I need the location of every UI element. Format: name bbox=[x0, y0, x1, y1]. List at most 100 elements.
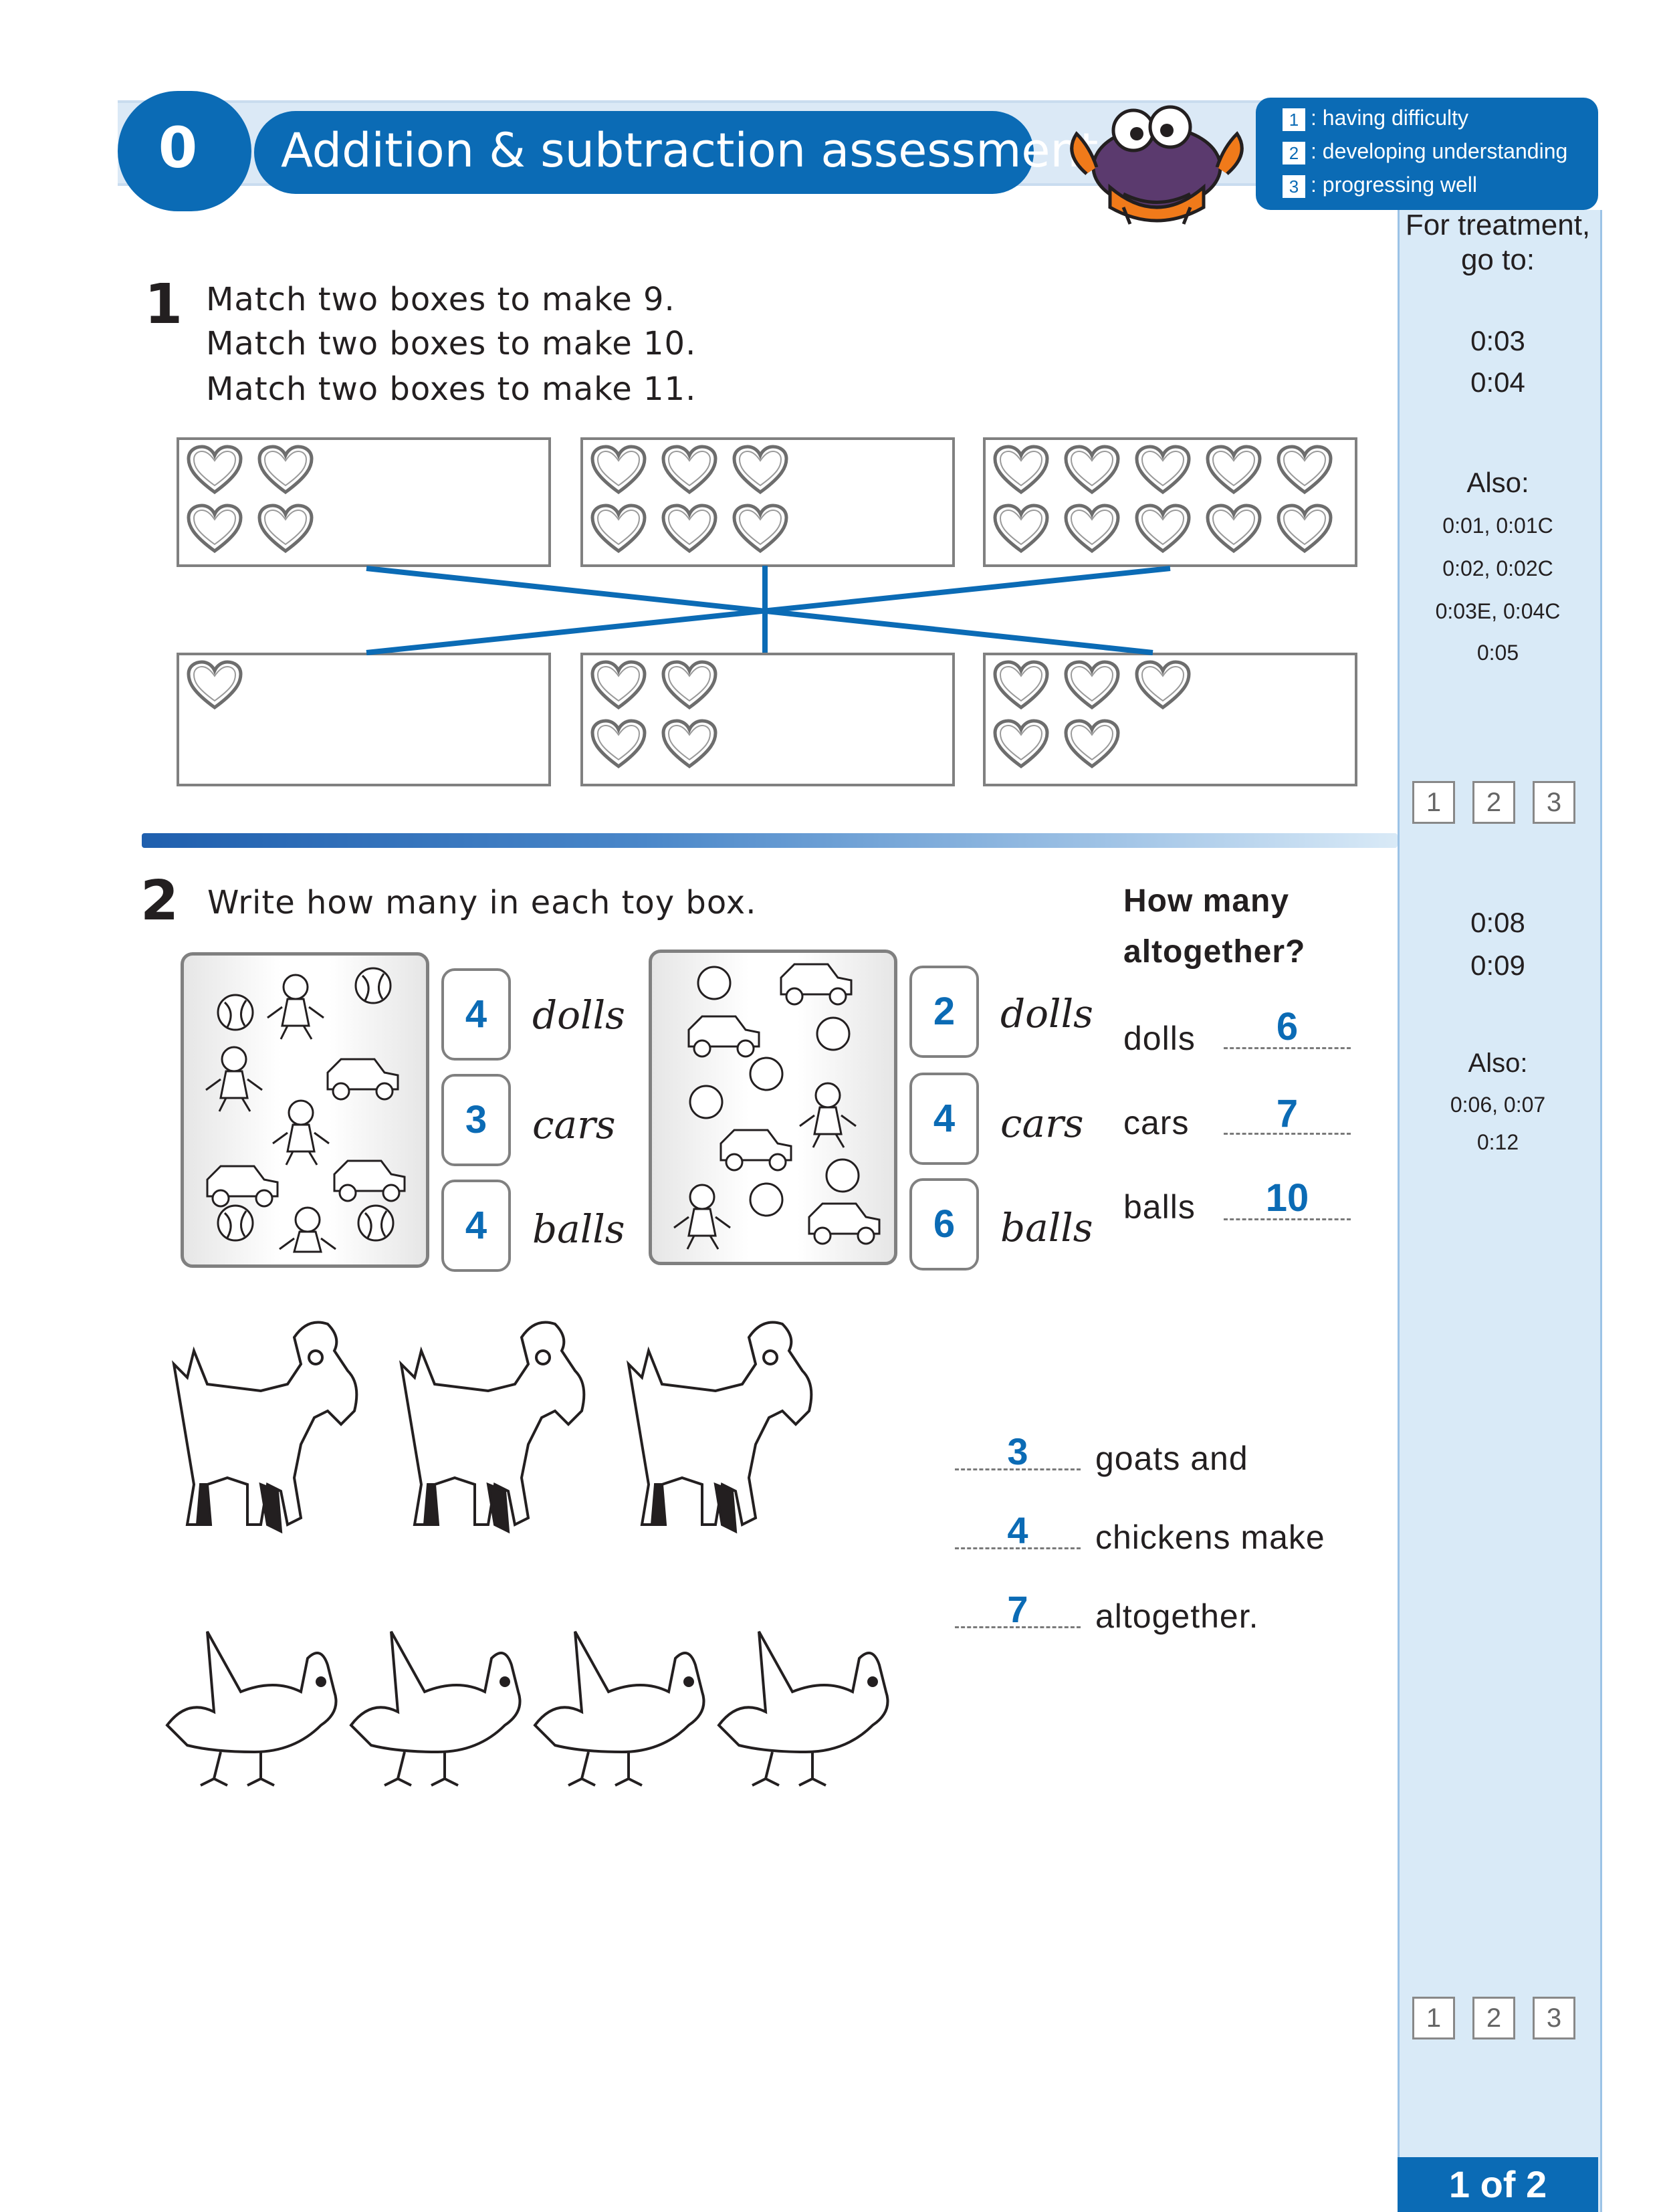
ball-icon bbox=[217, 994, 254, 1031]
heart-icon bbox=[257, 444, 314, 496]
treatment-heading: For treatment, bbox=[1405, 209, 1591, 241]
heart-icon bbox=[590, 503, 647, 555]
level-2-box[interactable]: 2 bbox=[1472, 1997, 1515, 2039]
label-balls: balls bbox=[532, 1206, 625, 1252]
heart-icon bbox=[1063, 718, 1121, 770]
q1-line: Match two boxes to make 11. bbox=[206, 370, 697, 408]
treatment-heading-2: go to: bbox=[1460, 243, 1535, 276]
count-box-dolls-2[interactable]: 2 bbox=[909, 966, 979, 1058]
total-label-balls: balls bbox=[1123, 1188, 1196, 1226]
heart-icon bbox=[590, 444, 647, 496]
also-ref: 0:05 bbox=[1476, 641, 1519, 665]
answer-line bbox=[1224, 1047, 1351, 1049]
goat-illustrations bbox=[172, 1321, 813, 1534]
goats-count[interactable]: 3 bbox=[1007, 1430, 1028, 1472]
total-dolls[interactable]: 6 bbox=[1276, 1005, 1299, 1048]
heart-icon bbox=[992, 503, 1050, 555]
count-box-cars-2[interactable]: 4 bbox=[909, 1073, 979, 1165]
label-cars: cars bbox=[1000, 1101, 1084, 1146]
heart-icon bbox=[1276, 503, 1333, 555]
q1-line: Match two boxes to make 10. bbox=[206, 325, 697, 362]
count-box-cars-1[interactable]: 3 bbox=[441, 1074, 511, 1166]
legend-row: 2: developing understanding bbox=[1283, 139, 1567, 171]
answer-line bbox=[955, 1547, 1081, 1549]
total-label-cars: cars bbox=[1123, 1104, 1190, 1141]
total-cars[interactable]: 7 bbox=[1276, 1092, 1299, 1135]
q1-line: Match two boxes to make 9. bbox=[206, 281, 675, 318]
heart-icon bbox=[1134, 503, 1192, 555]
count-box-balls-1[interactable]: 4 bbox=[441, 1180, 511, 1272]
heart-icon bbox=[732, 444, 789, 496]
also-ref: 0:03E, 0:04C bbox=[1435, 599, 1561, 623]
also-label: Also: bbox=[1468, 1048, 1528, 1078]
answer-line bbox=[955, 1626, 1081, 1628]
level-3-box[interactable]: 3 bbox=[1533, 781, 1575, 824]
heart-icon bbox=[992, 659, 1050, 711]
heart-icon bbox=[257, 503, 314, 555]
total-count[interactable]: 7 bbox=[1007, 1588, 1028, 1630]
question-number: 1 bbox=[144, 273, 183, 336]
also-ref: 0:01, 0:01C bbox=[1442, 514, 1553, 538]
legend-row: 3: progressing well bbox=[1283, 173, 1477, 205]
level-1-box[interactable]: 1 bbox=[1412, 1997, 1455, 2039]
unit-number: 0 bbox=[158, 115, 198, 181]
toy-illustrations-2 bbox=[673, 963, 881, 1250]
chicken-illustrations bbox=[165, 1630, 889, 1787]
heart-icon bbox=[186, 503, 243, 555]
level-2-box[interactable]: 2 bbox=[1472, 781, 1515, 824]
heart-icon bbox=[1205, 503, 1262, 555]
page-title: Addition & subtraction assessment bbox=[281, 123, 1099, 178]
treatment-sidebar bbox=[1398, 210, 1602, 2212]
heart-icon bbox=[1063, 659, 1121, 711]
legend-row: 1: having difficulty bbox=[1283, 106, 1468, 138]
also-ref: 0:12 bbox=[1476, 1130, 1519, 1154]
also-ref: 0:02, 0:02C bbox=[1442, 556, 1553, 580]
q2-instruction: Write how many in each toy box. bbox=[207, 884, 757, 921]
answer-line bbox=[1224, 1133, 1351, 1135]
heart-icon bbox=[1134, 444, 1192, 496]
section-divider bbox=[142, 833, 1398, 848]
level-3-box[interactable]: 3 bbox=[1533, 1997, 1575, 2039]
heart-icon bbox=[992, 718, 1050, 770]
chickens-text: chickens make bbox=[1095, 1519, 1325, 1556]
ball-icon bbox=[354, 967, 392, 1004]
also-ref: 0:06, 0:07 bbox=[1450, 1093, 1546, 1117]
toy-illustrations-1 bbox=[205, 967, 406, 1253]
crab-mascot-icon bbox=[1070, 105, 1244, 225]
heart-icon bbox=[732, 503, 789, 555]
heart-icon bbox=[661, 659, 718, 711]
heart-icon bbox=[590, 718, 647, 770]
treatment-ref: 0:04 bbox=[1470, 366, 1525, 398]
label-dolls: dolls bbox=[1000, 991, 1093, 1036]
total-text: altogether. bbox=[1095, 1597, 1259, 1635]
page-number: 1 of 2 bbox=[1398, 2157, 1598, 2212]
label-balls: balls bbox=[1000, 1205, 1093, 1250]
heart-icon bbox=[1063, 444, 1121, 496]
heart-icon bbox=[186, 444, 243, 496]
chicken-icon bbox=[165, 1631, 338, 1787]
count-box-dolls-1[interactable]: 4 bbox=[441, 968, 511, 1061]
answer-line bbox=[1224, 1218, 1351, 1220]
heart-icon bbox=[661, 444, 718, 496]
total-label-dolls: dolls bbox=[1123, 1020, 1196, 1057]
label-dolls: dolls bbox=[532, 992, 625, 1038]
heart-box-bottom-1[interactable] bbox=[177, 653, 551, 786]
heart-icon bbox=[1134, 659, 1192, 711]
level-1-box[interactable]: 1 bbox=[1412, 781, 1455, 824]
goat-icon bbox=[172, 1321, 358, 1534]
ball-icon bbox=[357, 1204, 395, 1242]
matching-lines bbox=[366, 566, 1171, 655]
altogether-heading: How many bbox=[1123, 883, 1290, 919]
heart-icon bbox=[590, 659, 647, 711]
goats-text: goats and bbox=[1095, 1440, 1248, 1477]
heart-icon bbox=[1063, 503, 1121, 555]
altogether-heading-2: altogether? bbox=[1123, 934, 1306, 970]
answer-line bbox=[955, 1468, 1081, 1470]
also-label: Also: bbox=[1466, 467, 1529, 498]
total-balls[interactable]: 10 bbox=[1265, 1176, 1309, 1220]
assessment-legend: 1: having difficulty 2: developing under… bbox=[1256, 98, 1598, 210]
count-box-balls-2[interactable]: 6 bbox=[909, 1178, 979, 1270]
heart-icon bbox=[661, 503, 718, 555]
label-cars: cars bbox=[532, 1102, 616, 1147]
chickens-count[interactable]: 4 bbox=[1007, 1509, 1028, 1551]
